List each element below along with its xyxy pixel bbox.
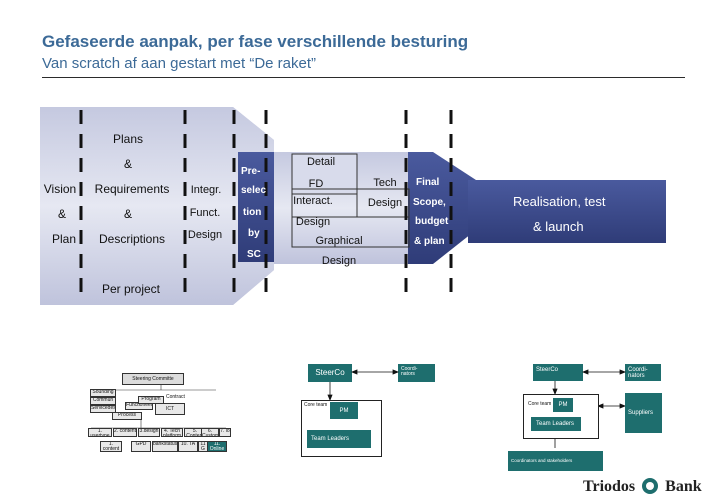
rocket-plan-label: Plan [51, 232, 77, 246]
page-subtitle: Van scratch af aan gestart met “De raket… [42, 55, 317, 72]
org1-steering: Steering Committe [122, 373, 184, 385]
org1-ict: ICT [155, 403, 185, 415]
rocket-fd-label: FD [308, 178, 324, 190]
org3-coord-line2: nators [628, 373, 645, 379]
rocket-descriptions-label: Descriptions [98, 232, 166, 246]
org1-servicedesk: Servicedesk [90, 405, 116, 413]
rocket-interact-design-label: Design [295, 216, 331, 228]
rocket-diagram [40, 107, 666, 305]
rocket-perproject-label: Per project [101, 282, 161, 296]
rocket-final-scope-block [408, 152, 476, 264]
org1-row2-1: 1. content [100, 441, 122, 452]
rocket-launch-label: & launch [533, 219, 584, 234]
rocket-interact-label: Interact. [293, 195, 333, 207]
org1-row2-6: 11. Online [207, 441, 227, 452]
rocket-detail-label: Detail [306, 156, 336, 168]
rocket-amp-label: & [57, 207, 67, 221]
rocket-amp3-label: & [123, 207, 133, 221]
org2-pm: PM [330, 402, 358, 419]
rocket-requirements-label: Requirements [94, 182, 170, 196]
org1-row-2: 2. content [113, 428, 137, 437]
rocket-plans-block [40, 107, 207, 305]
org1-commun: Commun [90, 397, 116, 405]
org1-row-6: 6. Customer [201, 428, 219, 437]
logo-text-left: Triodos [583, 478, 636, 495]
title-rule [42, 77, 685, 78]
org1-row-7: 7. lo [219, 428, 231, 437]
org2-coord-line2: nators [401, 371, 415, 377]
rocket-funct-label: Funct. [189, 207, 221, 219]
org2-coord-line1: Coordi- [401, 366, 418, 372]
org3-coord-line1: Coordi- [628, 367, 648, 373]
org1-row2-2: GPD [131, 441, 151, 452]
rocket-tion-label: tion [243, 207, 262, 218]
rocket-selec-label: selec [241, 185, 267, 196]
rocket-pre-label: Pre- [241, 166, 261, 177]
org3-core-team: Core team [528, 401, 552, 407]
org3-coordinators: Coordinators and stakeholders [508, 451, 603, 471]
org1-row-4: 4. Tech platform [161, 428, 183, 437]
org2-coord: Coordi- nators [398, 364, 435, 382]
rocket-graphical-label: Graphical [315, 235, 363, 247]
org3-team-leaders: Team Leaders [531, 417, 581, 431]
rocket-integr-label: Integr. [190, 184, 222, 196]
page-title: Gefaseerde aanpak, per fase verschillend… [42, 32, 469, 51]
rocket-plans-label: Plans [112, 132, 144, 146]
org1-row-3: 3.design [138, 428, 160, 437]
org1-row-1: 1. usertype [88, 428, 112, 437]
org3-steerco: SteerCo [533, 364, 583, 381]
rocket-final-label: Final [416, 177, 440, 188]
rocket-sc-label: SC [247, 249, 261, 260]
rocket-graphical-design-label: Design [321, 255, 357, 267]
rocket-by-label: by [248, 228, 260, 239]
rocket-budget-label: budget [415, 216, 449, 227]
rocket-vision-label: Vision [43, 182, 77, 196]
org1-sounding: Sounding [90, 389, 116, 397]
logo-mark-icon [642, 478, 659, 494]
org3-suppliers: Suppliers [625, 393, 662, 433]
org1-row2-4: 10. TA [178, 441, 198, 452]
org1-row2-3: bankstatus [152, 441, 178, 452]
org2-team-leaders: Team Leaders [307, 430, 371, 448]
rocket-amp2-label: & [123, 157, 133, 171]
org3-pm: PM [553, 398, 573, 412]
rocket-plan2-label: & plan [414, 236, 445, 247]
rocket-realisation-block [468, 180, 666, 243]
triodos-bank-logo: Triodos Bank [583, 478, 702, 496]
logo-text-right: Bank [665, 478, 702, 495]
rocket-design-label: Design [187, 229, 223, 241]
rocket-realisation-label: Realisation, test [513, 194, 606, 209]
org1-contract: Contract [166, 394, 185, 400]
rocket-tech-label: Tech [373, 177, 397, 189]
org3-coord: Coordi- nators [625, 364, 661, 381]
org1-program: Program [138, 396, 164, 404]
org1-process: Process [112, 412, 142, 420]
org2-core-team: Core team [304, 402, 328, 408]
rocket-scope-label: Scope, [413, 197, 446, 208]
org2-steerco: SteerCo [308, 364, 352, 382]
rocket-tech-design-label: Design [367, 197, 403, 209]
rocket-preselection-block [238, 152, 276, 262]
